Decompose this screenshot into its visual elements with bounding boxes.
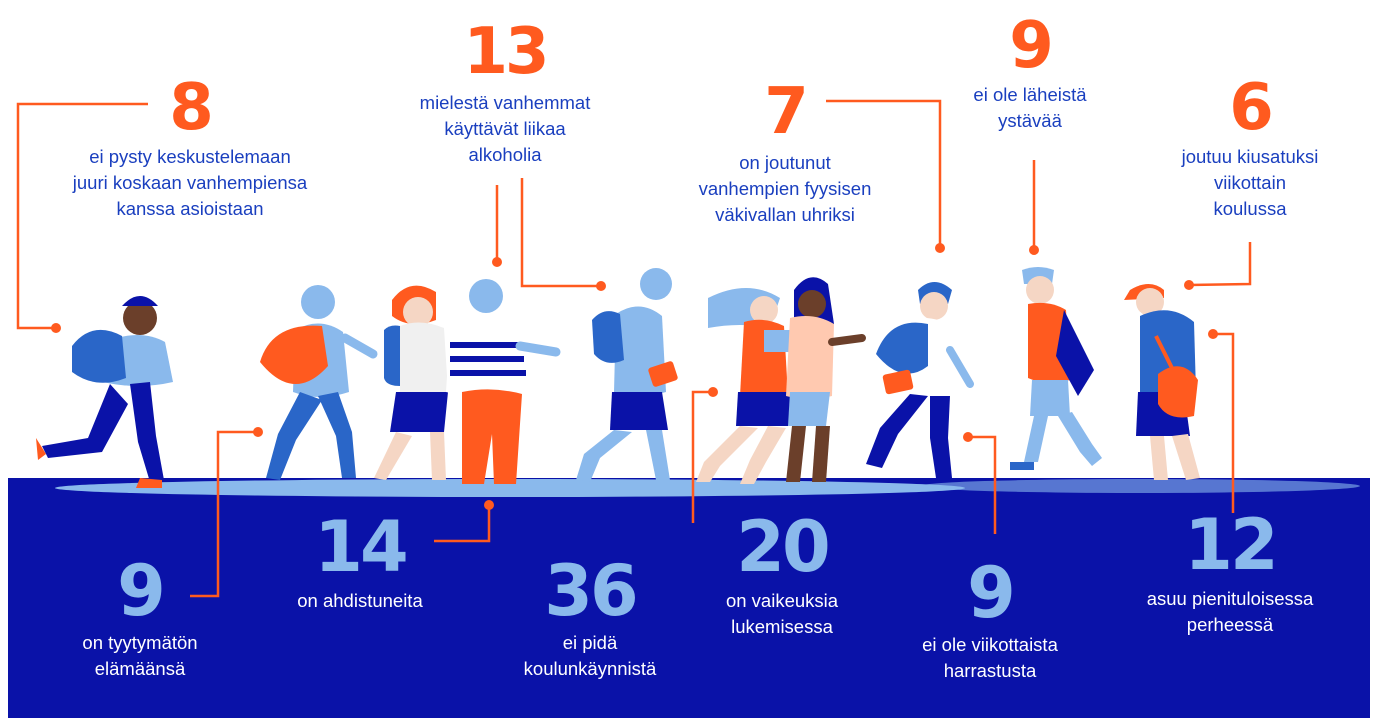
connector-line bbox=[968, 435, 997, 534]
connector-dot bbox=[1208, 329, 1218, 339]
stat-label: on vaikeuksia lukemisessa bbox=[725, 590, 839, 637]
stat-parents-alcohol: 13 mielestä vanhemmat käyttävät liikaa a… bbox=[380, 20, 630, 168]
connector-line bbox=[16, 102, 148, 330]
stat-dislike-school: 36 ei pidä koulunkäynnistä bbox=[490, 556, 690, 682]
person-illustration-7 bbox=[786, 277, 866, 482]
person-illustration-5 bbox=[576, 268, 678, 482]
stat-physical-violence: 7 on joutunut vanhempien fyysisen väkiva… bbox=[660, 80, 910, 228]
connector-dot bbox=[596, 281, 606, 291]
connector-line bbox=[434, 507, 491, 543]
stat-label: ei pysty keskustelemaan juuri koskaan va… bbox=[72, 146, 308, 219]
connector-line bbox=[691, 390, 713, 523]
stat-label: on ahdistuneita bbox=[297, 590, 423, 611]
person-illustration-6 bbox=[696, 288, 794, 484]
stat-number: 8 bbox=[169, 71, 214, 145]
connector-line bbox=[1188, 242, 1252, 287]
stat-label: ei pidä koulunkäynnistä bbox=[523, 632, 657, 679]
stat-dissatisfied-life: 9 on tyytymätön elämäänsä bbox=[40, 556, 240, 682]
ground-shadow-right bbox=[920, 479, 1360, 493]
connector-dot bbox=[484, 500, 494, 510]
stat-number: 9 bbox=[117, 550, 166, 632]
connector-dot bbox=[253, 427, 263, 437]
stat-parents-talk: 8 ei pysty keskustelemaan juuri koskaan … bbox=[40, 76, 340, 222]
connector-dot bbox=[51, 323, 61, 333]
stat-number: 20 bbox=[736, 506, 830, 588]
stat-no-close-friend: 9 ei ole läheistä ystävää bbox=[930, 14, 1130, 134]
connector-dot bbox=[1184, 280, 1194, 290]
stat-label: joutuu kiusatuksi viikottain koulussa bbox=[1181, 146, 1319, 219]
connector-dot bbox=[492, 257, 502, 267]
connector-dot bbox=[708, 387, 718, 397]
stat-low-income-family: 12 asuu pienituloisessa perheessä bbox=[1120, 510, 1340, 638]
connector-dot bbox=[963, 432, 973, 442]
person-illustration-2 bbox=[260, 285, 378, 480]
stat-label: ei ole viikottaista harrastusta bbox=[922, 634, 1058, 681]
connector-line bbox=[1213, 332, 1235, 513]
stat-label: mielestä vanhemmat käyttävät liikaa alko… bbox=[419, 92, 591, 165]
stat-number: 9 bbox=[1009, 9, 1054, 83]
stat-label: asuu pienituloisessa perheessä bbox=[1146, 588, 1314, 635]
stat-number: 14 bbox=[314, 506, 408, 588]
person-illustration-4 bbox=[446, 279, 561, 484]
stat-number: 7 bbox=[764, 75, 809, 149]
connector-dot bbox=[935, 243, 945, 253]
connector-line bbox=[520, 178, 601, 288]
connector-line bbox=[826, 99, 942, 246]
stat-label: ei ole läheistä ystävää bbox=[973, 84, 1087, 131]
person-illustration-1 bbox=[36, 296, 173, 488]
person-illustration-10 bbox=[1124, 284, 1200, 480]
stat-number: 9 bbox=[967, 552, 1016, 634]
connector-lines bbox=[16, 99, 1252, 598]
stat-number: 6 bbox=[1229, 71, 1274, 145]
connector-dot bbox=[1029, 245, 1039, 255]
stat-label: on joutunut vanhempien fyysisen väkivall… bbox=[698, 152, 872, 225]
person-illustration-9 bbox=[1010, 267, 1102, 470]
person-illustration-3 bbox=[374, 285, 448, 480]
ground-shadow bbox=[55, 479, 965, 497]
stat-number: 36 bbox=[544, 550, 638, 632]
stat-number: 12 bbox=[1184, 504, 1278, 586]
stat-reading-difficulties: 20 on vaikeuksia lukemisessa bbox=[682, 512, 882, 640]
connector-dots bbox=[51, 243, 1218, 510]
person-illustration-8 bbox=[866, 282, 974, 478]
stat-number: 13 bbox=[463, 15, 549, 89]
stat-bullied-weekly: 6 joutuu kiusatuksi viikottain koulussa bbox=[1140, 76, 1360, 222]
ground-band bbox=[8, 478, 1370, 718]
connector-line bbox=[190, 430, 258, 598]
stat-label: on tyytymätön elämäänsä bbox=[82, 632, 198, 679]
stat-anxious: 14 on ahdistuneita bbox=[270, 512, 450, 614]
stat-no-weekly-hobby: 9 ei ole viikottaista harrastusta bbox=[880, 558, 1100, 684]
